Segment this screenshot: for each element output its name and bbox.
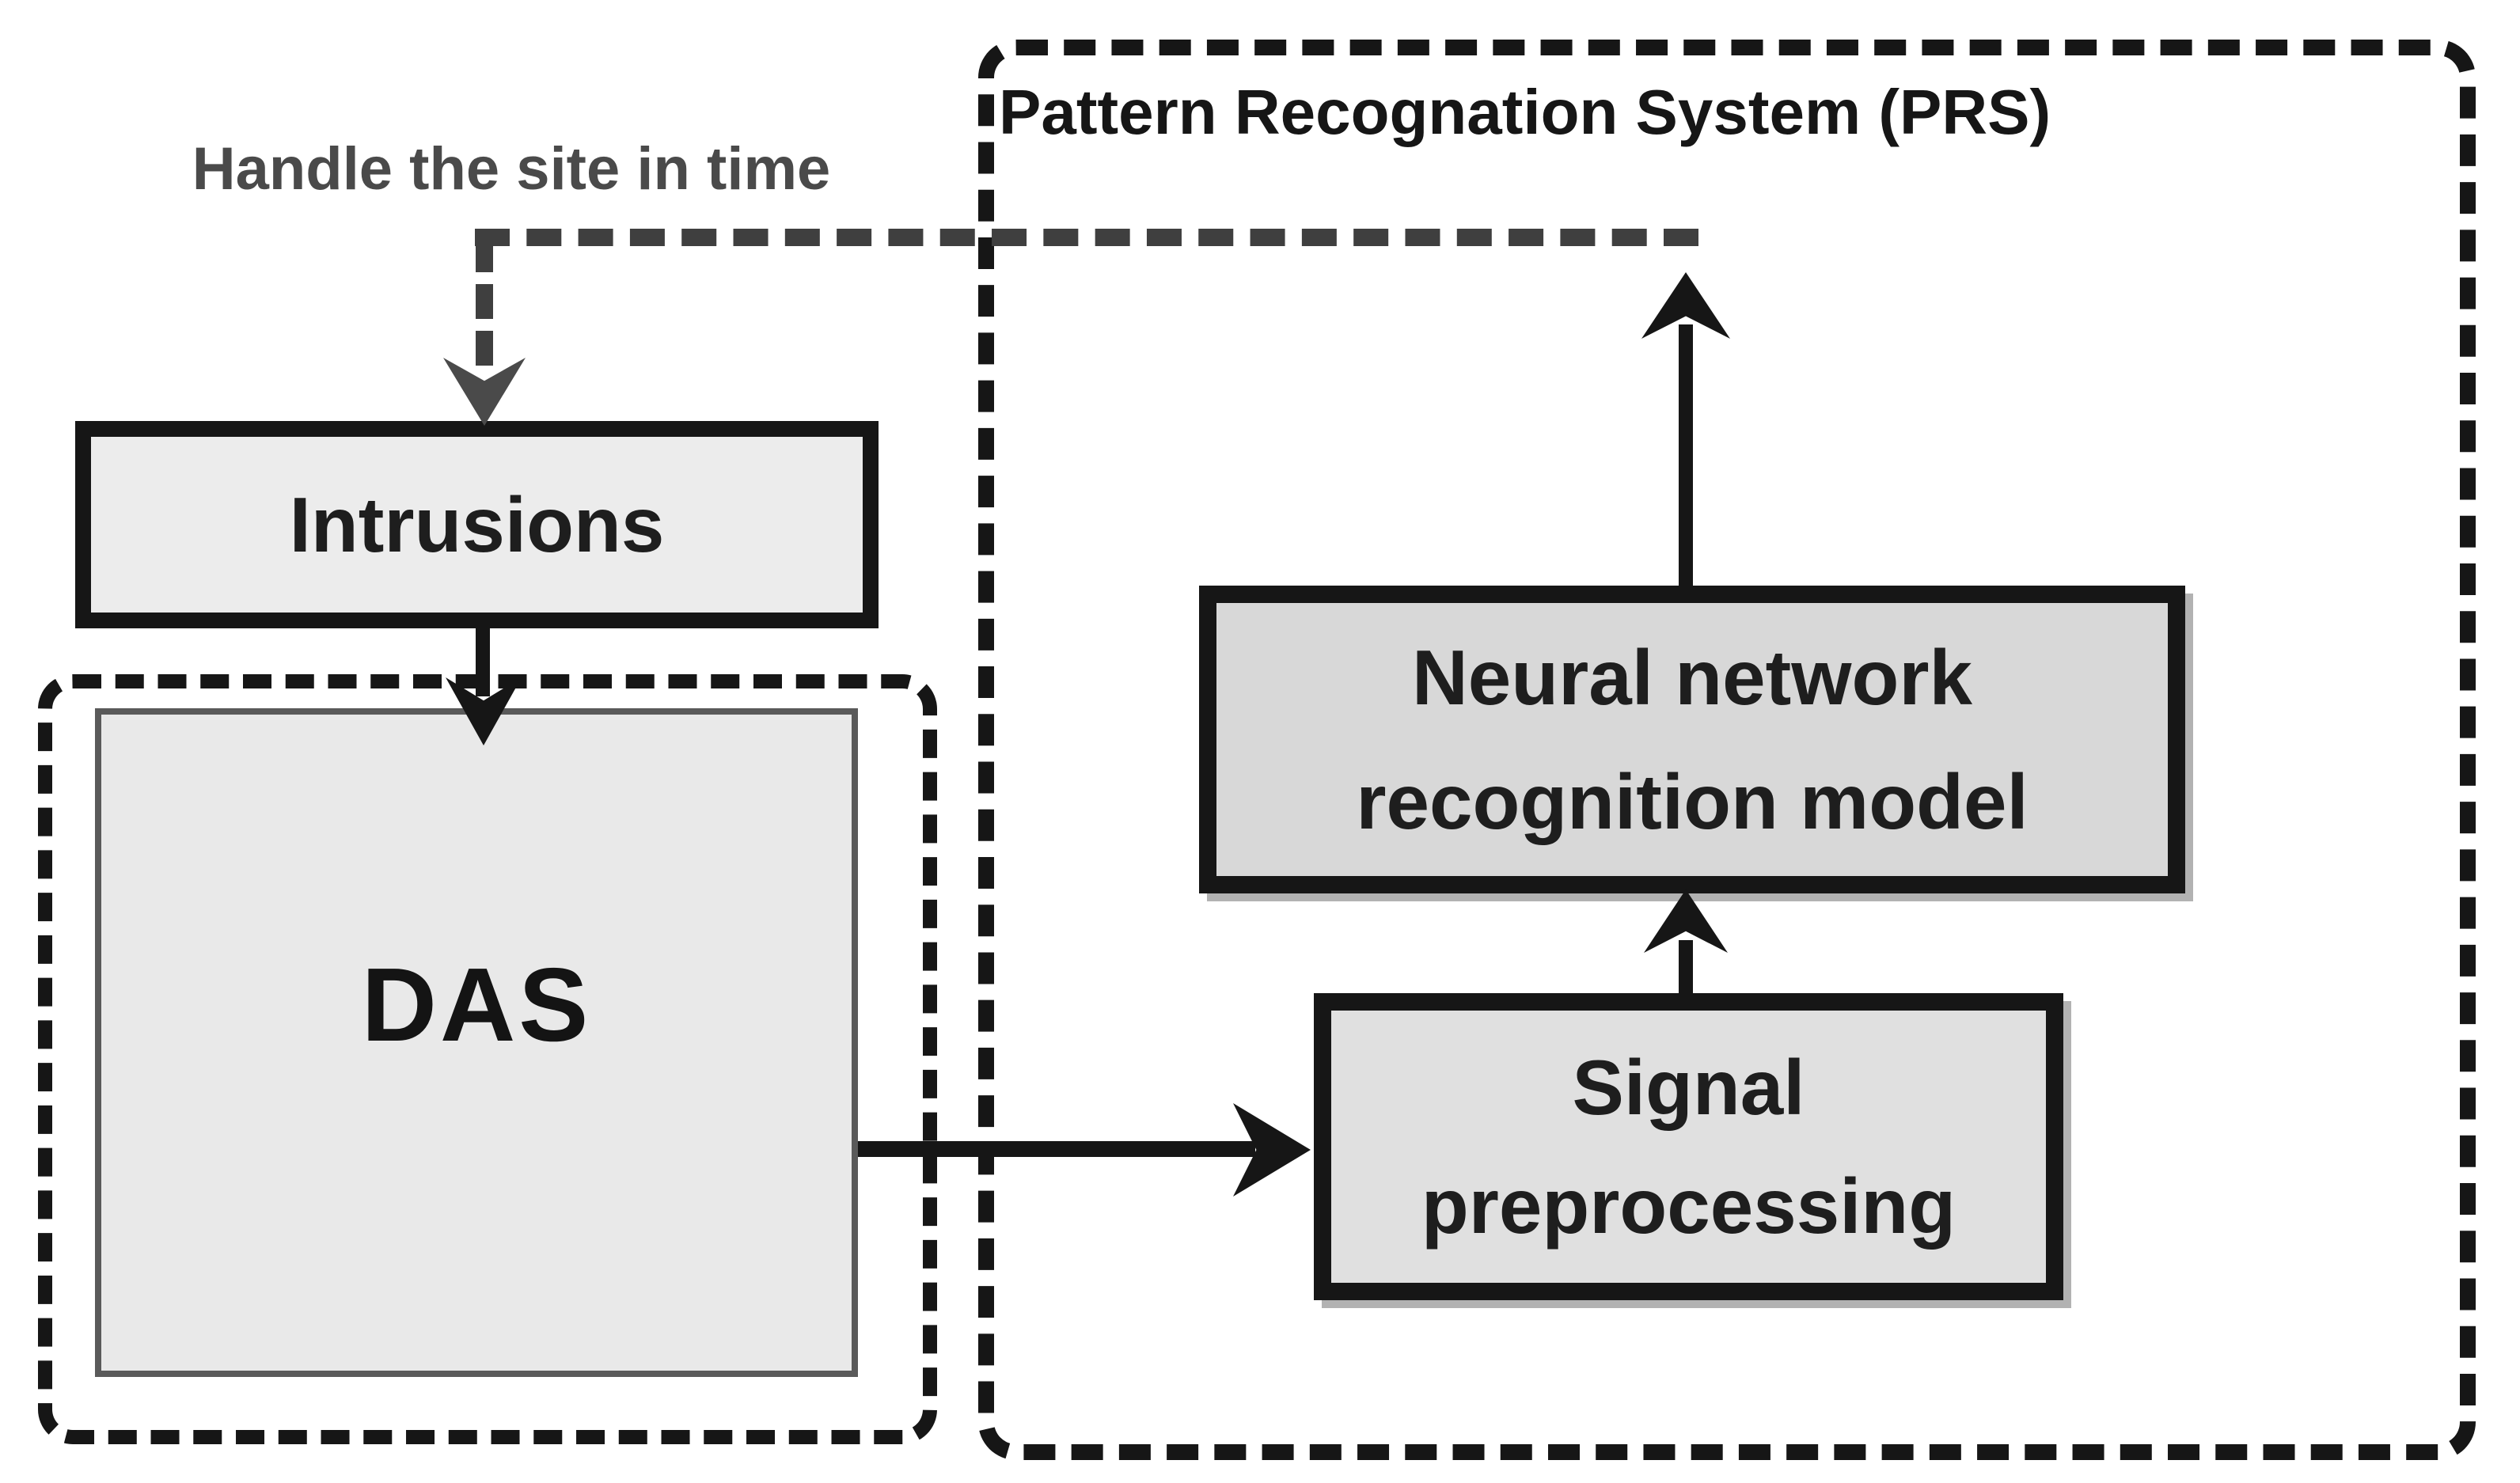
prs-title: Pattern Recognation System (PRS) (999, 77, 2051, 147)
node-intrusions-label: Intrusions (289, 480, 665, 568)
node-neural-label-line1: Neural network (1412, 633, 1972, 721)
node-das-label: DAS (361, 946, 592, 1063)
feedback-label: Handle the site in time (192, 135, 831, 203)
node-neural-label-line2: recognition model (1356, 757, 2029, 845)
node-signal-preprocessing: Signal preprocessing (1314, 993, 2063, 1300)
das-dashed-container (38, 674, 937, 1444)
arrow-line-signal-to-neural (1679, 940, 1693, 999)
arrowhead-down-feedback-into-intrusions-icon (443, 358, 526, 426)
node-neural-network-recognition-model: Neural network recognition model (1199, 586, 2185, 893)
arrow-line-neural-output-up (1679, 324, 1693, 590)
feedback-dashed-line-vertical (476, 237, 493, 366)
arrow-line-intrusions-to-das (476, 622, 490, 696)
node-signal-label-line1: Signal (1572, 1044, 1805, 1131)
node-signal-label-line2: preprocessing (1421, 1163, 1956, 1250)
feedback-dashed-line-horizontal (475, 229, 1698, 246)
node-intrusions: Intrusions (75, 421, 879, 628)
node-das: DAS (95, 708, 858, 1377)
prs-dashed-container (978, 40, 2476, 1460)
arrow-line-das-to-signal (858, 1141, 1255, 1157)
